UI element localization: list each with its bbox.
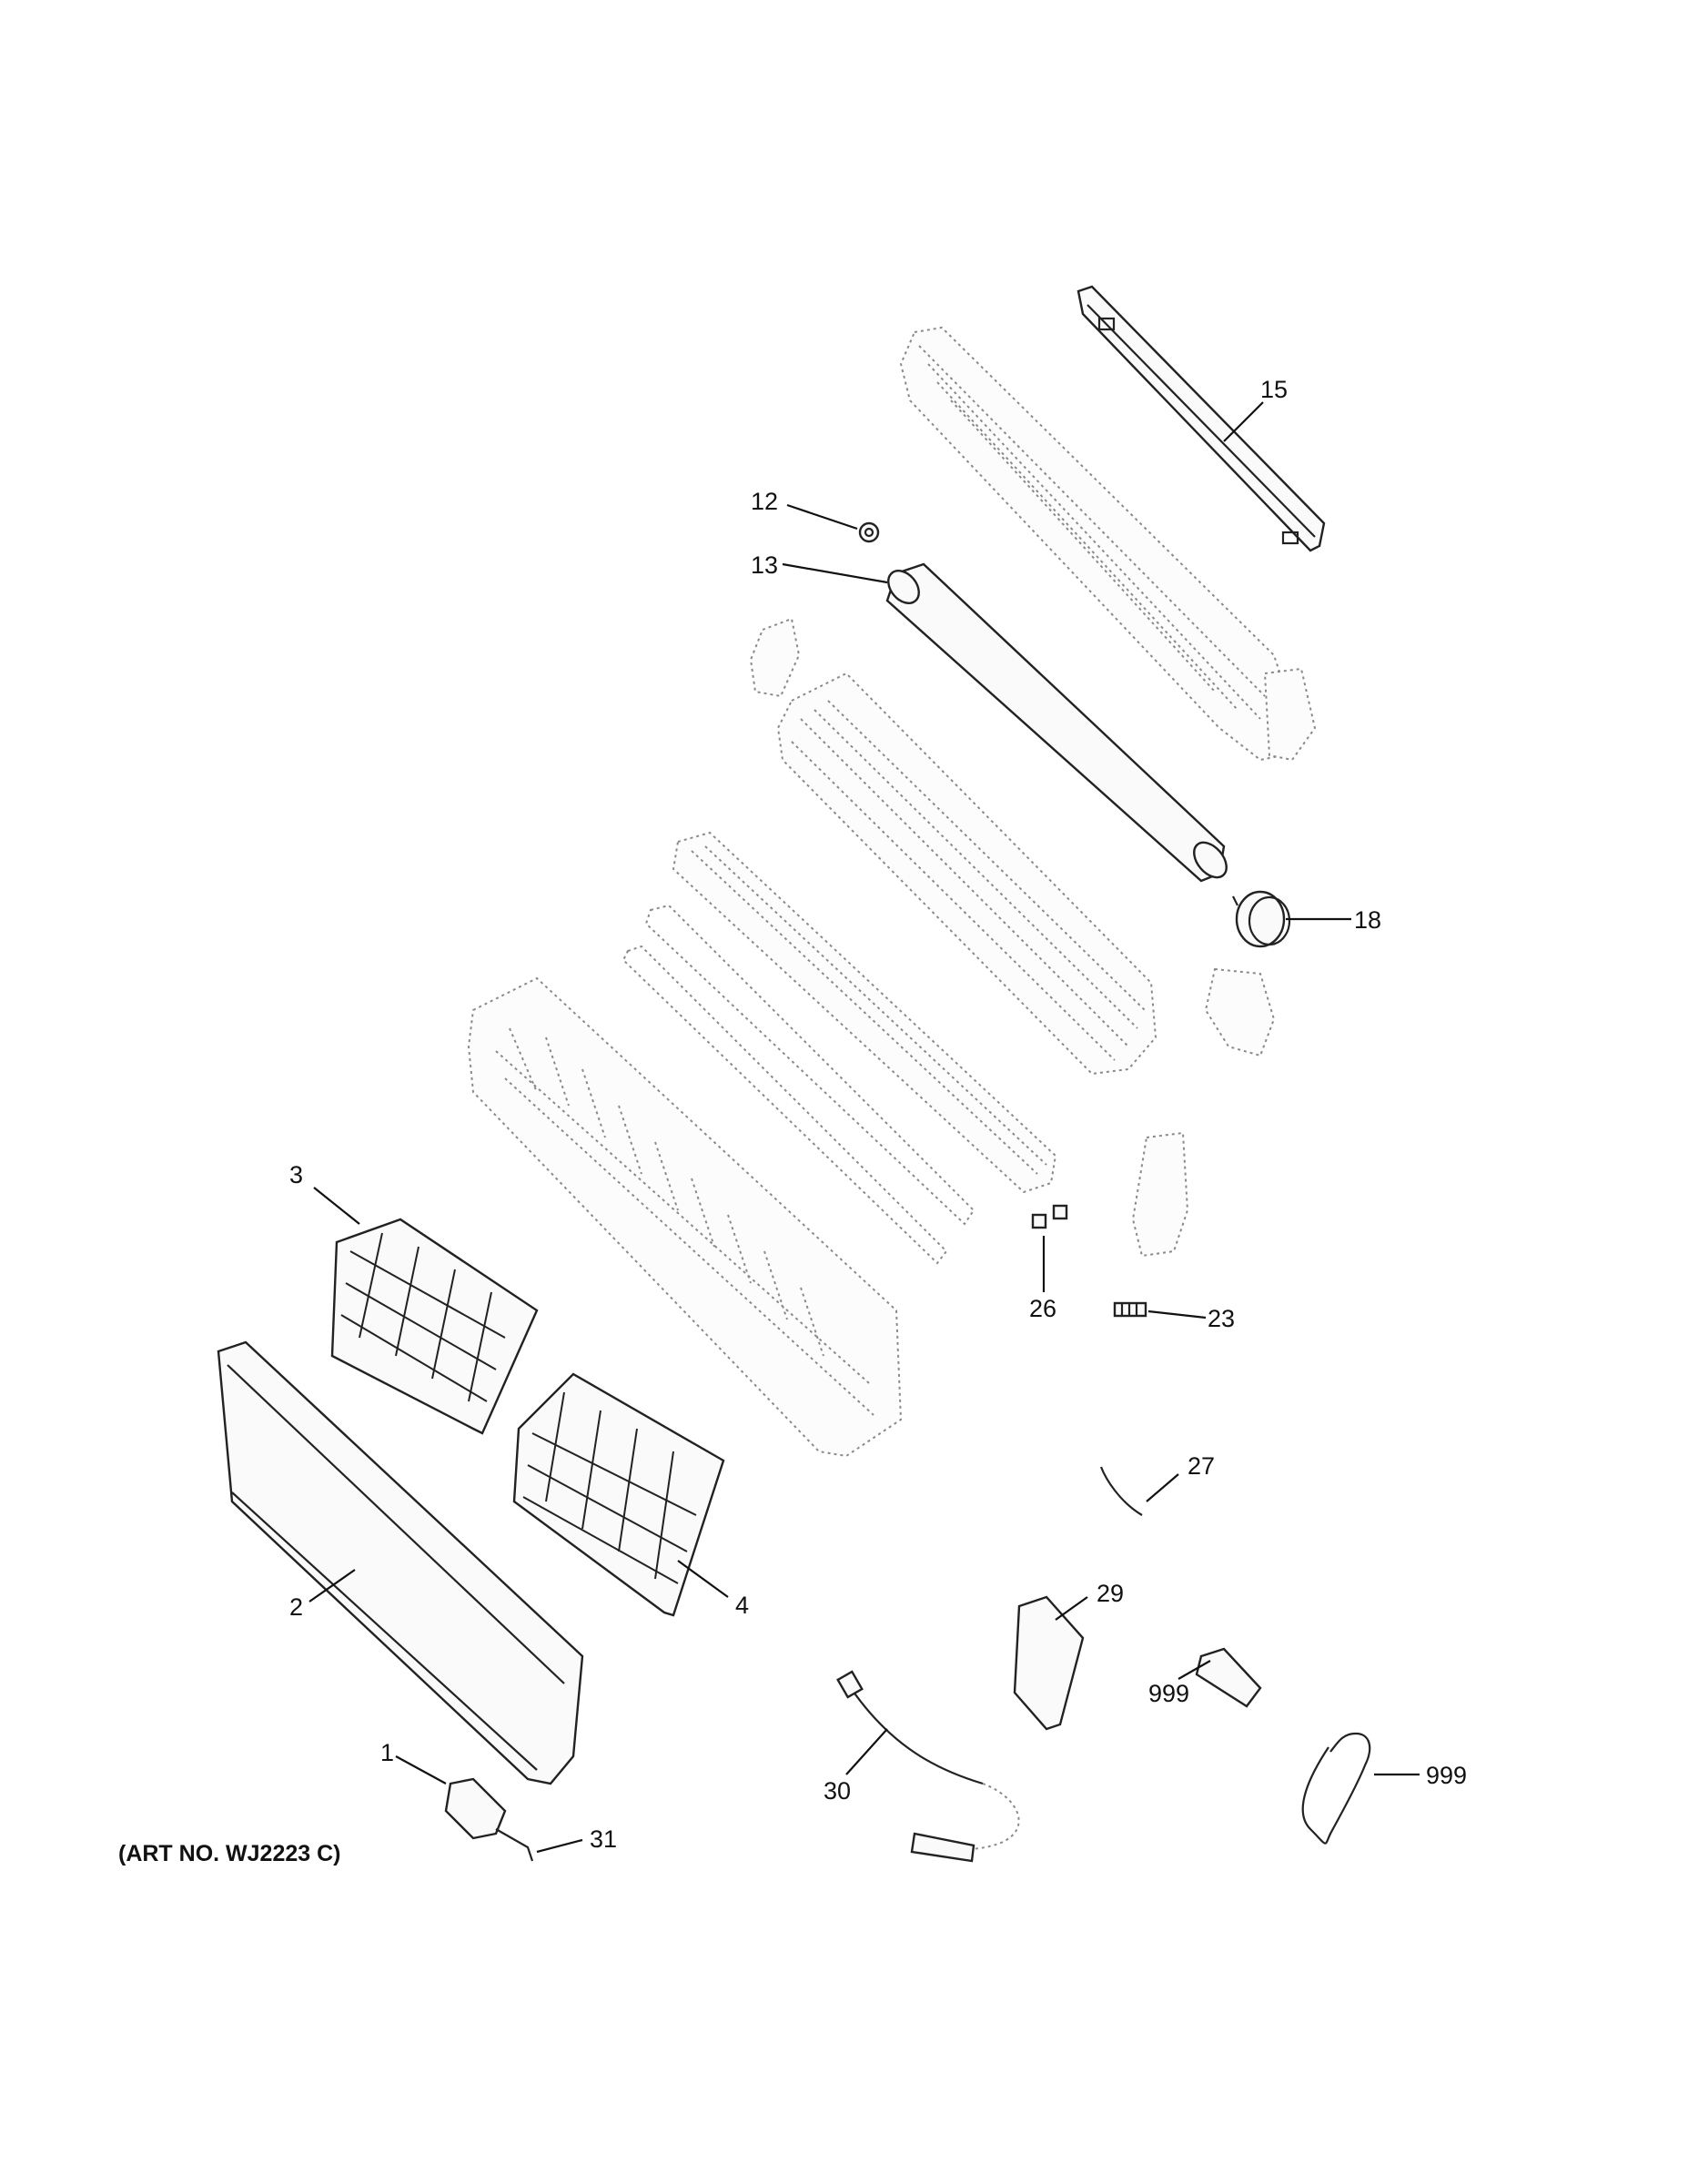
leader-12 xyxy=(786,503,858,531)
callout-12[interactable]: 12 xyxy=(751,488,778,515)
part-12-bearing[interactable] xyxy=(858,521,880,543)
part-999-remote-control[interactable] xyxy=(1195,1647,1262,1708)
part-30-drain-hose[interactable] xyxy=(836,1670,1020,1863)
callout-2[interactable]: 2 xyxy=(289,1593,303,1621)
leader-15 xyxy=(1223,401,1264,442)
motor-bracket-ghost xyxy=(1204,967,1276,1057)
part-2-front-panel[interactable] xyxy=(217,1340,584,1785)
callout-27[interactable]: 27 xyxy=(1188,1452,1215,1480)
leader-2 xyxy=(308,1569,356,1603)
callout-13[interactable]: 13 xyxy=(751,551,778,579)
callout-999-cable[interactable]: 999 xyxy=(1426,1762,1467,1789)
rear-chassis-ghost xyxy=(899,326,1317,762)
part-999-coiled-cable[interactable] xyxy=(1301,1732,1371,1845)
front-frame-ghost xyxy=(467,976,903,1458)
part-27-sensor-wire[interactable] xyxy=(1099,1466,1143,1516)
drain-pan-louver-ghost xyxy=(622,831,1057,1265)
part-18-fan-motor[interactable] xyxy=(1232,890,1291,948)
callout-999-remote[interactable]: 999 xyxy=(1148,1680,1189,1707)
leader-999a xyxy=(1178,1660,1211,1680)
leader-30 xyxy=(845,1728,888,1775)
part-1-display-board[interactable] xyxy=(444,1777,534,1862)
part-26-clips[interactable] xyxy=(1031,1204,1068,1229)
callout-1[interactable]: 1 xyxy=(380,1739,394,1766)
leader-1 xyxy=(395,1755,447,1785)
callout-23[interactable]: 23 xyxy=(1208,1305,1235,1332)
part-13-blower-wheel[interactable] xyxy=(882,562,1232,884)
callout-3[interactable]: 3 xyxy=(289,1161,303,1188)
control-box-ghost xyxy=(1131,1131,1189,1258)
leader-13 xyxy=(782,562,888,584)
callout-26[interactable]: 26 xyxy=(1029,1295,1056,1322)
part-29-cover[interactable] xyxy=(1013,1595,1085,1731)
evaporator-coil-ghost xyxy=(776,672,1157,1076)
leader-29 xyxy=(1055,1596,1088,1621)
callout-29[interactable]: 29 xyxy=(1097,1580,1124,1607)
callout-18[interactable]: 18 xyxy=(1354,906,1381,934)
left-bracket-ghost xyxy=(749,617,801,698)
callout-15[interactable]: 15 xyxy=(1260,376,1288,403)
part-23-terminal-block[interactable] xyxy=(1113,1301,1147,1318)
part-4-air-filter[interactable] xyxy=(512,1372,725,1617)
art-number-label: (ART NO. WJ2223 C) xyxy=(118,1841,340,1866)
leader-23 xyxy=(1147,1309,1207,1320)
leader-27 xyxy=(1146,1473,1179,1502)
leader-3 xyxy=(313,1187,360,1225)
callout-31[interactable]: 31 xyxy=(590,1825,617,1853)
callout-4[interactable]: 4 xyxy=(735,1592,749,1619)
leader-4 xyxy=(677,1560,729,1598)
leader-31 xyxy=(536,1838,583,1854)
part-15-mounting-plate[interactable] xyxy=(1076,285,1326,552)
part-3-air-filter[interactable] xyxy=(330,1218,539,1435)
callout-30[interactable]: 30 xyxy=(824,1777,851,1805)
